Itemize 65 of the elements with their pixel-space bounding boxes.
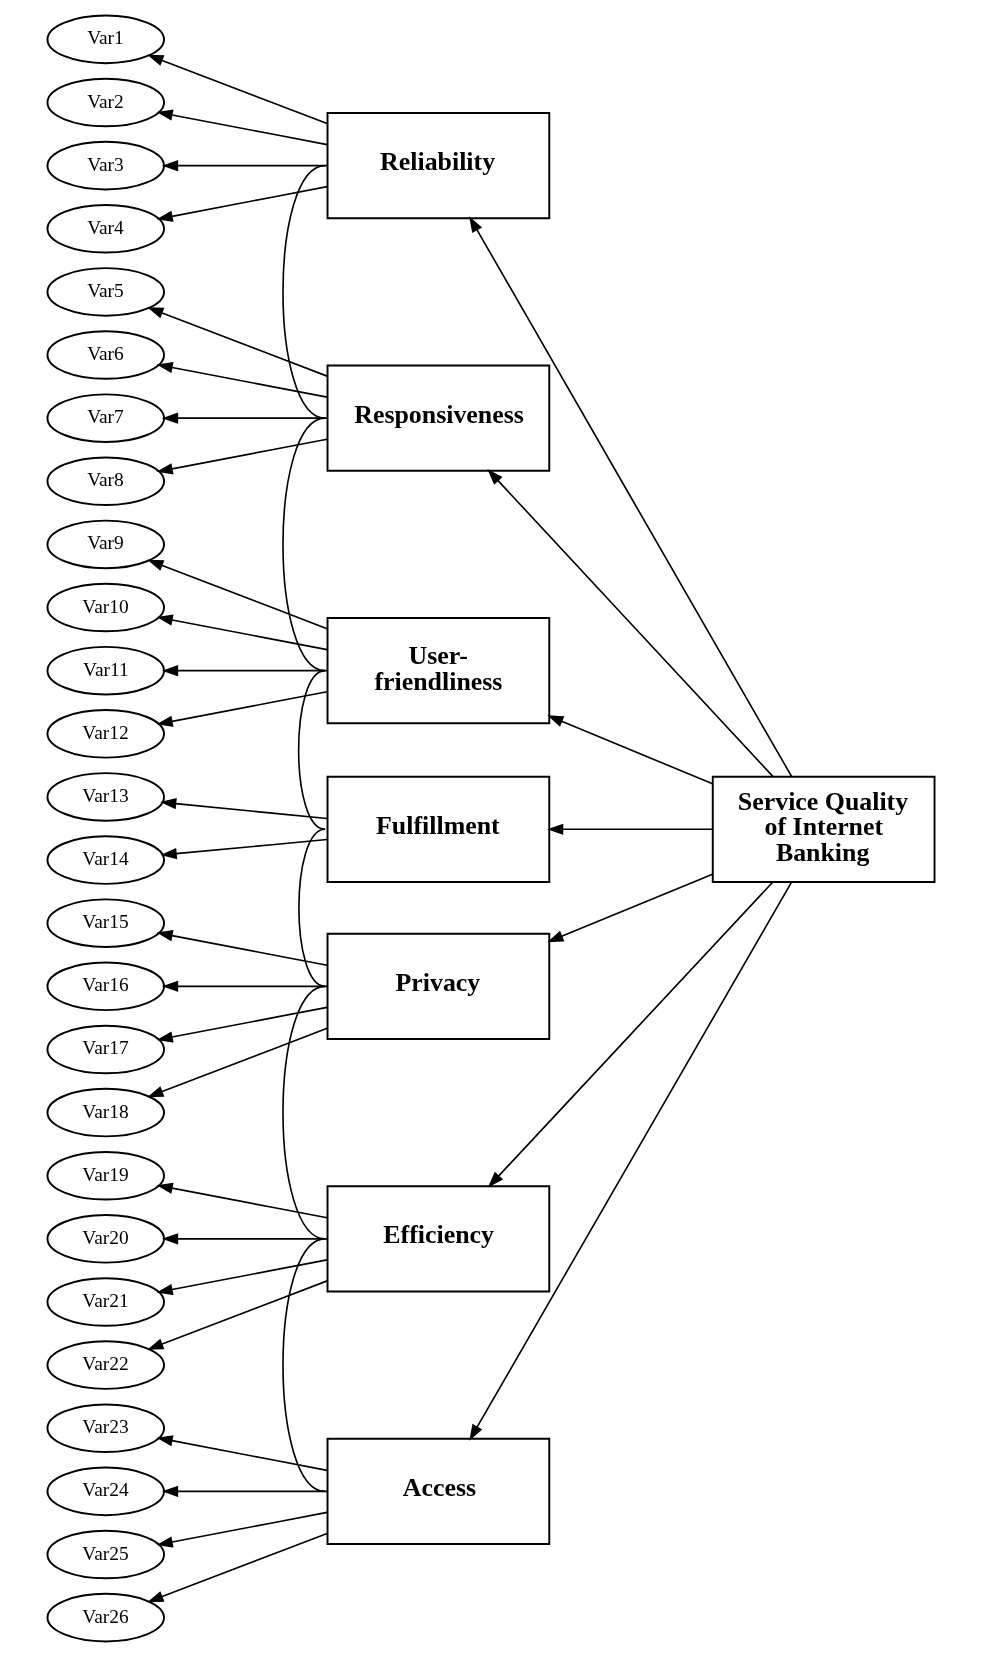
connector: [281, 164, 326, 419]
arrow: [160, 838, 328, 860]
arrow: [161, 1485, 328, 1498]
node-ellipse: Var23: [46, 1403, 165, 1453]
arrow: [546, 715, 713, 785]
arrow: [156, 1511, 328, 1548]
connector: [281, 1238, 326, 1493]
arrow: [546, 873, 713, 943]
node-ellipse: Var6: [46, 330, 165, 380]
arrow: [146, 1532, 328, 1603]
node-ellipse: Var2: [46, 77, 165, 128]
node-ellipse: Var12: [46, 709, 165, 759]
arrow: [156, 930, 328, 967]
arrow: [156, 361, 328, 398]
node-ellipse: Var11: [46, 645, 165, 696]
node-ellipse: Var17: [46, 1024, 165, 1075]
arrow: [161, 980, 328, 992]
arrow: [486, 469, 774, 778]
arrow: [468, 881, 792, 1441]
arrow: [156, 185, 328, 222]
arrow: [146, 1280, 328, 1350]
node-ellipse: Var21: [46, 1277, 165, 1327]
arrow: [159, 798, 328, 820]
node-box: Privacy: [326, 932, 550, 1040]
arrow: [161, 412, 328, 424]
arrow: [161, 159, 328, 172]
arrow: [487, 881, 774, 1188]
node-box: Efficiency: [326, 1185, 550, 1293]
node-ellipse: Var14: [46, 835, 165, 885]
arrow: [156, 1435, 328, 1472]
node-ellipse: Var8: [46, 456, 165, 507]
connector: [297, 828, 326, 988]
arrow: [156, 690, 328, 727]
node-ellipse: Var25: [46, 1529, 165, 1580]
arrow: [161, 665, 328, 677]
node-ellipse: Var7: [46, 393, 165, 443]
node-box: Reliability: [326, 112, 550, 220]
arrow: [146, 54, 328, 125]
arrow: [156, 109, 328, 146]
arrow: [156, 1259, 328, 1296]
arrow: [156, 438, 328, 475]
arrow: [156, 1006, 328, 1043]
arrow: [546, 823, 713, 835]
node-box: Fulfillment: [326, 775, 550, 883]
node-ellipse: Var15: [46, 898, 165, 948]
node-box: User-friendliness: [326, 617, 550, 725]
arrow: [468, 216, 793, 778]
node-ellipse: Var16: [46, 961, 165, 1012]
node-ellipse: Var24: [46, 1466, 165, 1517]
node-box: Service Quality of Internet Banking: [711, 775, 935, 883]
node-ellipse: Var13: [46, 772, 165, 822]
node-ellipse: Var19: [46, 1150, 165, 1201]
connector: [297, 669, 326, 831]
node-box: Access: [326, 1437, 550, 1545]
arrow: [161, 1233, 328, 1245]
arrow: [156, 614, 328, 651]
node-ellipse: Var20: [46, 1214, 165, 1264]
node-ellipse: Var10: [46, 582, 165, 633]
arrow: [156, 1182, 328, 1219]
node-ellipse: Var4: [46, 204, 165, 254]
arrow: [146, 307, 328, 377]
node-box: Responsiveness: [326, 364, 550, 472]
arrow: [146, 1027, 328, 1098]
arrow: [146, 559, 328, 630]
node-ellipse: Var3: [46, 140, 165, 191]
